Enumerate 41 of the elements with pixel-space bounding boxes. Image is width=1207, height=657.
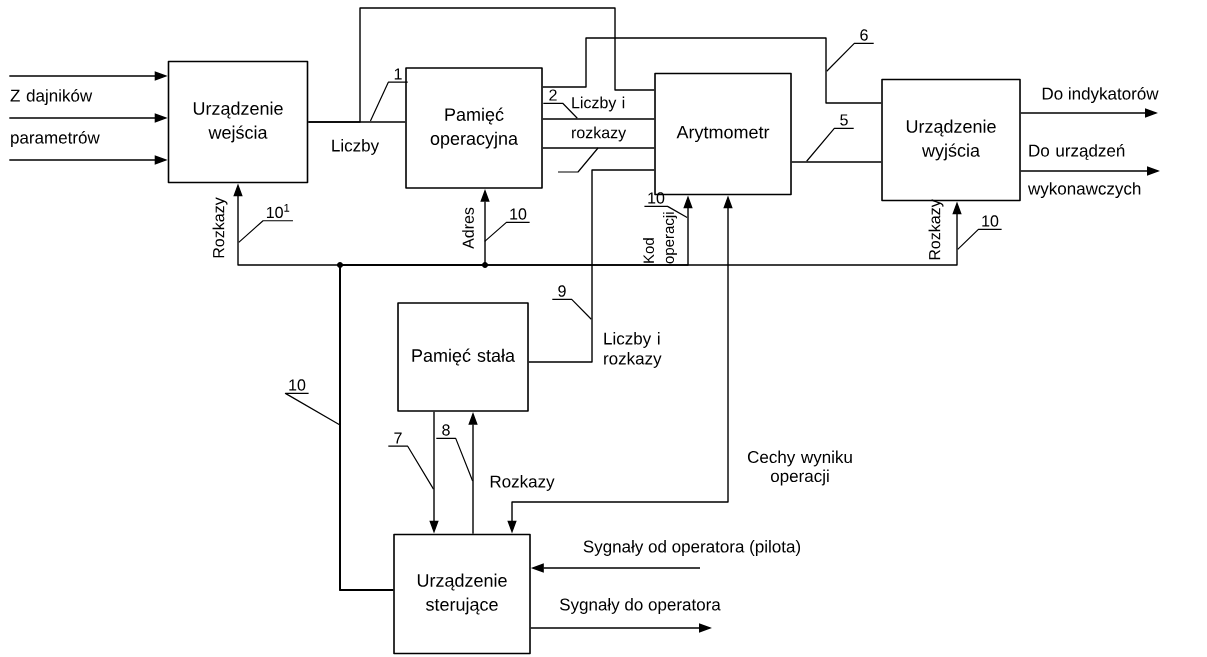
leader-line — [369, 81, 409, 122]
leader-line — [957, 228, 1003, 250]
callout-number: 10 — [289, 379, 306, 391]
edge-label: Adres — [462, 207, 474, 249]
block-box: Pamięć stała — [397, 302, 529, 412]
edge-label: Do urządzeń wykonawczych — [1028, 144, 1141, 199]
callout-number: 10$^{1}$ — [266, 203, 290, 219]
leader-line — [542, 102, 578, 119]
edge-label: Liczby — [332, 139, 380, 155]
input-label: Z dajników parametrów — [10, 89, 100, 148]
edge-label: Sygnały do operatora — [559, 598, 721, 614]
callout-number: 1 — [394, 68, 402, 80]
callout-number: 6 — [860, 29, 868, 41]
callout-number: 10 — [982, 215, 999, 227]
block-box: Urządzenie sterujące — [393, 533, 531, 655]
leader-line — [387, 445, 435, 490]
leader-line — [806, 127, 855, 162]
callout-number: 5 — [840, 114, 848, 126]
callout-number: 2 — [549, 89, 557, 101]
leader-line — [826, 42, 875, 72]
edge-label: Liczby i rozkazy — [604, 332, 662, 368]
edge-label: Cechy wyniku operacji — [747, 450, 852, 486]
leader-line — [238, 220, 294, 243]
leader-line — [484, 221, 531, 242]
edge-label: Do indykatorów — [1042, 87, 1159, 104]
callout-number: 9 — [558, 285, 566, 297]
callout-number: 8 — [442, 424, 450, 436]
edge-label: Rozkazy — [212, 197, 228, 258]
edge-label: Sygnały od operatora (pilota) — [583, 540, 801, 556]
edge-label: Liczby i rozkazy — [572, 96, 627, 142]
edge-label: Rozkazy — [490, 475, 555, 491]
leader-line — [643, 205, 688, 219]
leader-line — [284, 392, 340, 426]
edge-label: Kod operacji — [643, 212, 677, 264]
leader-line — [435, 437, 474, 482]
edge-label: Rozkazy — [928, 199, 944, 260]
callout-number: 7 — [394, 432, 402, 444]
block-box: Urządzenie wejścia — [167, 60, 309, 184]
leader-line — [551, 298, 592, 320]
callout-number: 10 — [510, 208, 527, 220]
block-box: Pamięć operacyjna — [405, 67, 543, 189]
